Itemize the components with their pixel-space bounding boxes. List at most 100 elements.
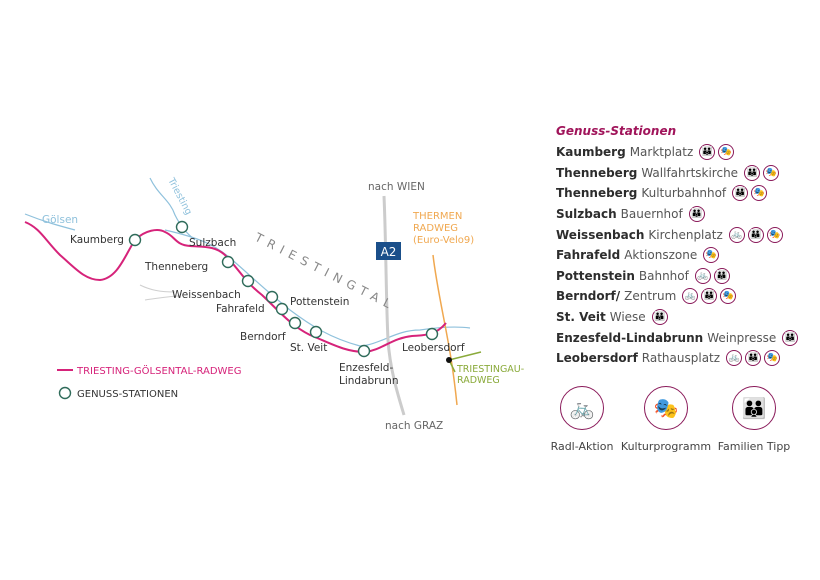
station-st-veit[interactable]	[309, 325, 323, 339]
triestingau-label-2: RADWEG	[457, 375, 500, 386]
label-st-veit: St. Veit	[290, 342, 327, 354]
station-row[interactable]: Berndorf/Zentrum 🚲👪🎭	[556, 286, 816, 307]
station-spot: Kirchenplatz	[648, 227, 723, 242]
label-nach-graz: nach GRAZ	[385, 420, 443, 432]
station-sulzbach[interactable]	[221, 255, 235, 269]
a2-highway	[382, 195, 406, 416]
station-spot: Bahnhof	[638, 268, 689, 283]
label-nach-wien: nach WIEN	[368, 181, 425, 193]
label-lindabrunn: Lindabrunn	[339, 375, 398, 387]
family-icon: 👪	[701, 288, 718, 305]
station-fahrafeld[interactable]	[265, 290, 279, 304]
bike-icon: 🚲	[560, 386, 604, 430]
station-place: Pottenstein	[556, 268, 635, 283]
theater-masks-icon: 🎭	[763, 164, 780, 181]
legend-label: Kulturprogramm	[620, 440, 712, 453]
bike-icon: 🚲	[726, 350, 743, 367]
theater-masks-icon: 🎭	[718, 144, 735, 161]
a2-badge	[376, 242, 401, 260]
station-spot: Zentrum	[624, 289, 677, 304]
side-stream	[139, 284, 181, 301]
theater-masks-icon: 🎭	[703, 247, 720, 264]
theater-masks-icon: 🎭	[766, 226, 783, 243]
label-kaumberg: Kaumberg	[70, 234, 124, 246]
station-weissenbach[interactable]	[241, 274, 255, 288]
legend-label: Familien Tipp	[717, 440, 791, 453]
a2-badge-label: A2	[381, 245, 397, 259]
junction-dot	[446, 357, 452, 363]
bike-icon: 🚲	[728, 226, 745, 243]
legend-station-icon	[58, 386, 72, 400]
bike-icon: 🚲	[682, 288, 699, 305]
legend-route-label: TRIESTING-GÖLSENTAL-RADWEG	[76, 364, 242, 377]
legend-label: Radl-Aktion	[550, 440, 614, 453]
legend-familien-tipp: 👪 Familien Tipp	[714, 386, 794, 453]
thermen-label-1: THERMEN	[412, 211, 462, 222]
station-kaumberg[interactable]	[128, 233, 142, 247]
station-place: Fahrafeld	[556, 248, 621, 263]
family-icon: 👪	[744, 164, 761, 181]
theater-masks-icon: 🎭	[764, 350, 781, 367]
station-place: Weissenbach	[556, 227, 645, 242]
thermen-label-3: (Euro-Velo9)	[413, 235, 474, 246]
triesting-river-label: Triesting	[165, 175, 194, 217]
label-pottenstein: Pottenstein	[290, 296, 349, 308]
label-weissenbach: Weissenbach	[172, 289, 241, 301]
station-spot: Rathausplatz	[641, 351, 721, 366]
family-icon: 👪	[747, 226, 764, 243]
station-spot: Bauernhof	[620, 207, 683, 222]
legend-kulturprogramm: 🎭 Kulturprogramm	[621, 386, 711, 453]
family-icon: 👪	[782, 329, 799, 346]
station-place: Kaumberg	[556, 145, 626, 160]
family-icon: 👪	[732, 185, 749, 202]
station-place: Sulzbach	[556, 207, 617, 222]
label-berndorf: Berndorf	[240, 331, 286, 343]
station-place: St. Veit	[556, 310, 606, 325]
legend-station-label: GENUSS-STATIONEN	[77, 389, 178, 400]
label-enzesfeld: Enzesfeld-	[339, 362, 393, 374]
station-place: Leobersdorf	[556, 351, 638, 366]
family-icon: 👪	[745, 350, 762, 367]
station-berndorf[interactable]	[288, 316, 302, 330]
station-leobersdorf[interactable]	[425, 327, 439, 341]
station-spot: Weinpresse	[707, 330, 777, 345]
station-place: Thenneberg	[556, 165, 638, 180]
label-fahrafeld: Fahrafeld	[216, 303, 265, 315]
station-pottenstein[interactable]	[275, 302, 289, 316]
theater-masks-icon: 🎭	[720, 288, 737, 305]
goelsen-label: Gölsen	[42, 214, 78, 226]
triestingau-label-1: TRIESTINGAU-	[456, 364, 524, 375]
legend-radl-aktion: 🚲 Radl-Aktion	[542, 386, 622, 453]
station-spot: Kulturbahnhof	[641, 186, 727, 201]
station-spot: Wiese	[609, 310, 646, 325]
panel-title: Genuss-Stationen	[556, 124, 677, 138]
station-spot: Marktplatz	[629, 145, 694, 160]
station-place: Enzesfeld-Lindabrunn	[556, 330, 704, 345]
label-thenneberg: Thenneberg	[144, 261, 208, 273]
bike-icon: 🚲	[694, 267, 711, 284]
theater-masks-icon: 🎭	[644, 386, 688, 430]
family-icon: 👪	[732, 386, 776, 430]
family-icon: 👪	[713, 267, 730, 284]
station-enzesfeld[interactable]	[357, 344, 371, 358]
theater-masks-icon: 🎭	[751, 185, 768, 202]
station-place: Thenneberg	[556, 186, 638, 201]
label-sulzbach: Sulzbach	[189, 237, 236, 249]
station-thenneberg[interactable]	[175, 220, 189, 234]
station-place: Berndorf/	[556, 289, 621, 304]
station-spot: Wallfahrtskirche	[641, 165, 739, 180]
label-leobersdorf: Leobersdorf	[402, 342, 465, 354]
family-icon: 👪	[688, 206, 705, 223]
